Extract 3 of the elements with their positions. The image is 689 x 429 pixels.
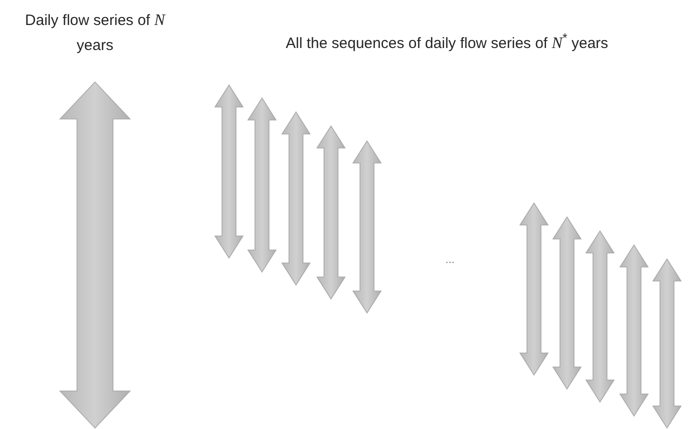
label-text: Daily flow series of N years xyxy=(24,11,167,56)
label-text: All the sequences of daily flow series of N$^{*}$ years xyxy=(284,30,610,54)
ellipsis: ... xyxy=(444,253,456,268)
